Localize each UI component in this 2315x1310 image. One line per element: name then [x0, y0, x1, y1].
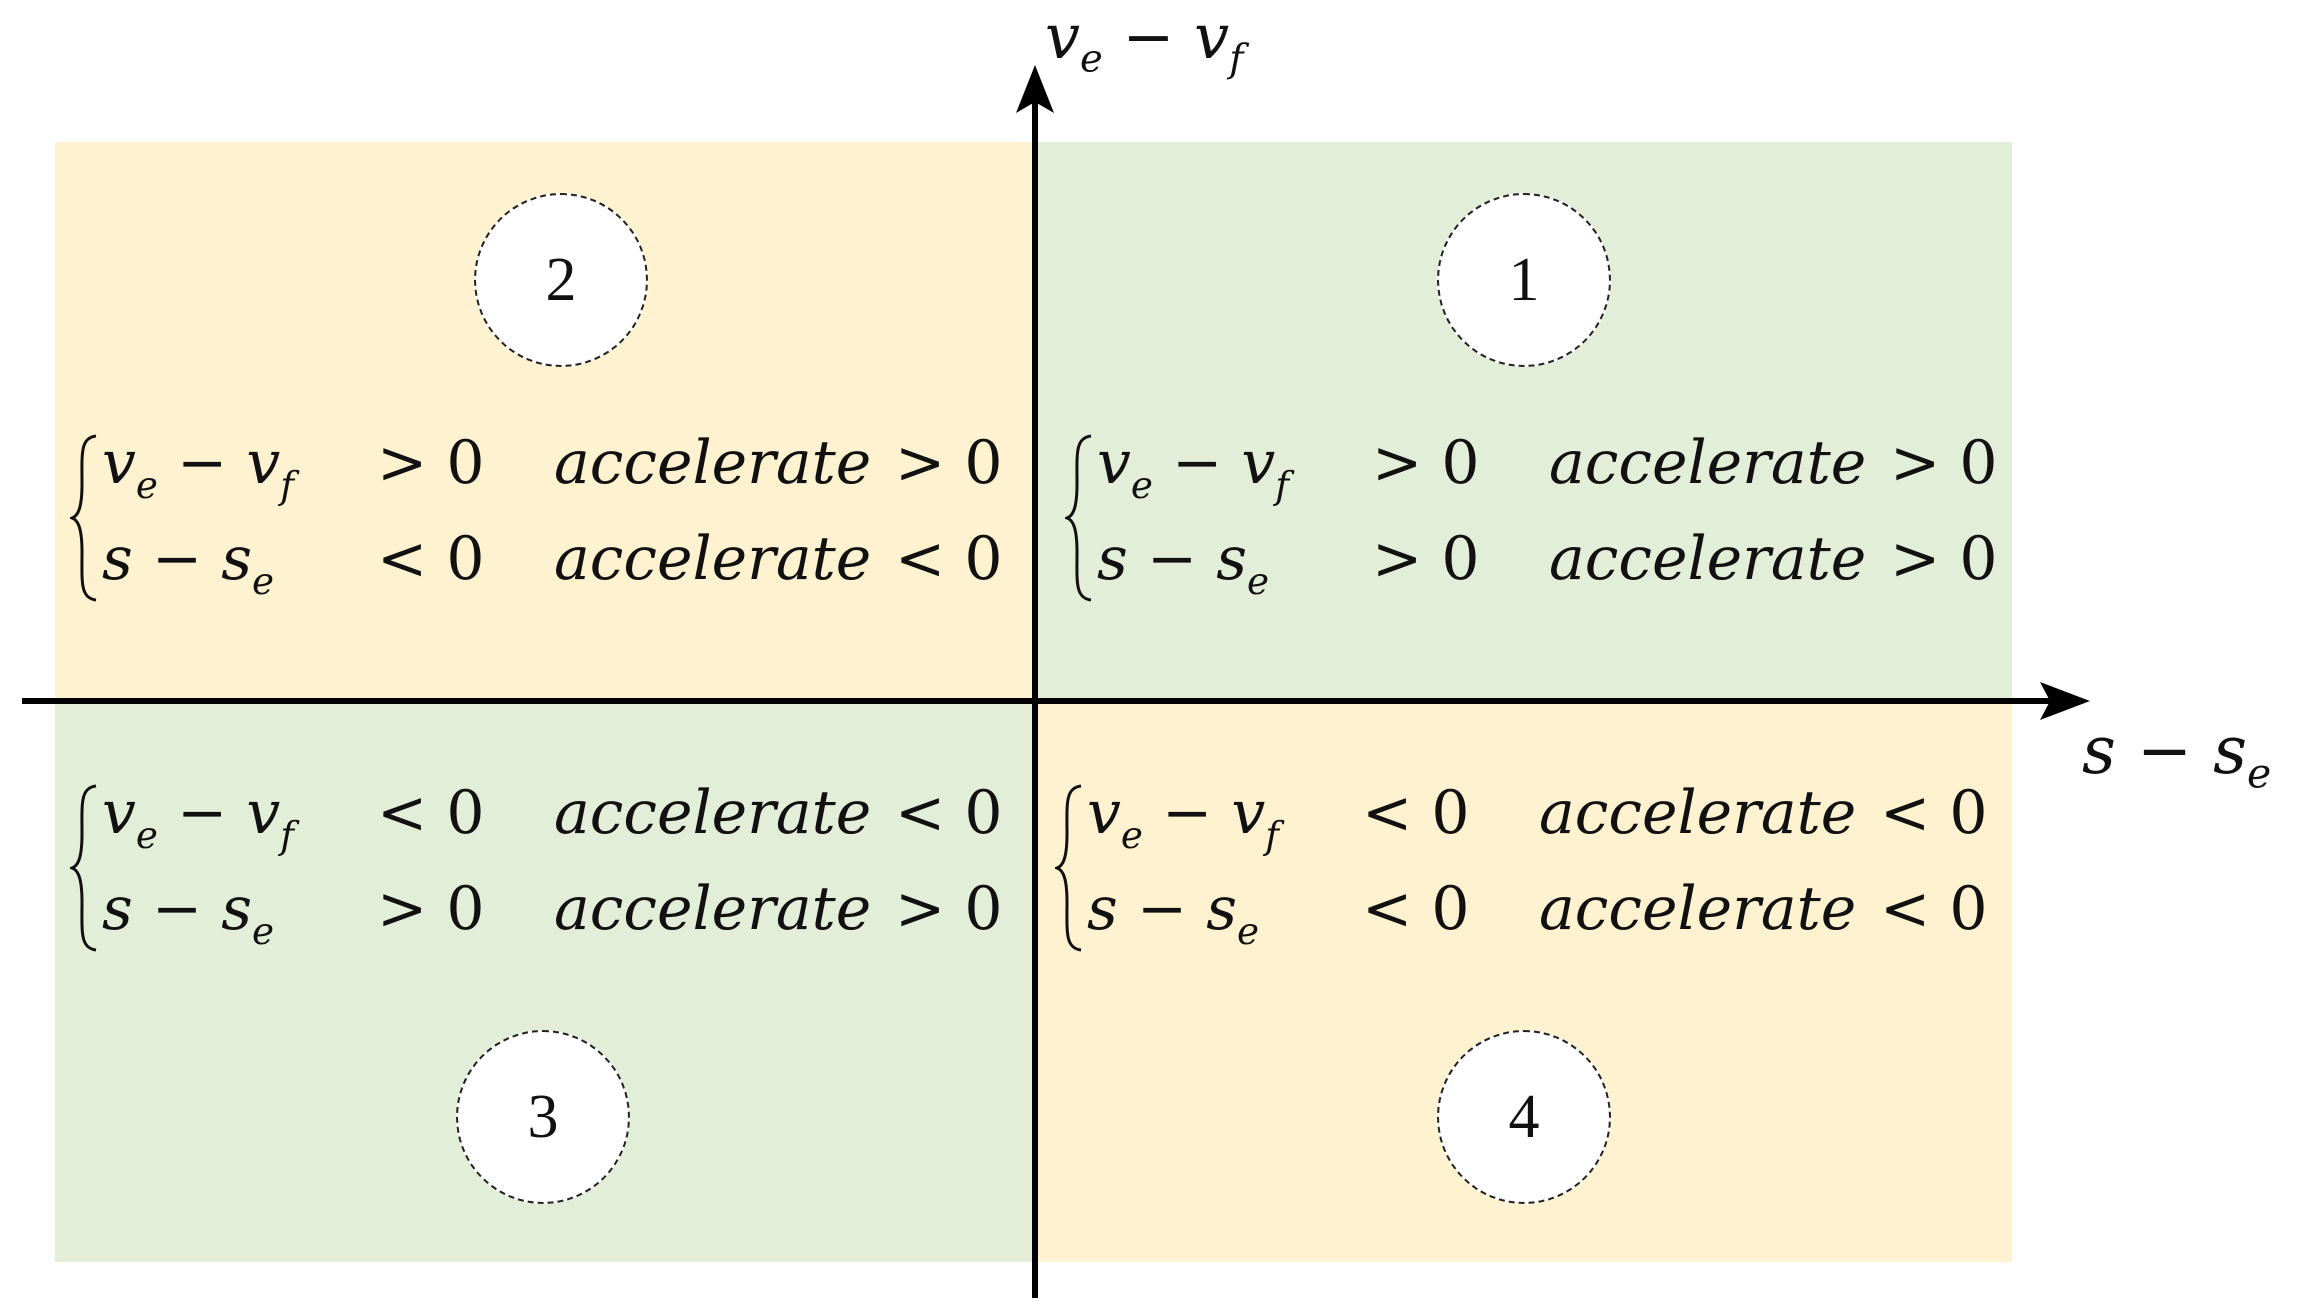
- quadrant-2-badge: 2: [474, 193, 648, 367]
- condition-row-spacing: s − se < 0 accelerate < 0: [102, 524, 1003, 603]
- condition-row-spacing: s − se > 0 accelerate > 0: [1097, 524, 1998, 603]
- condition-row-velocity: ve − vf > 0 accelerate > 0: [1097, 428, 1998, 507]
- condition-row-spacing: s − se > 0 accelerate > 0: [102, 874, 1003, 953]
- y-axis-arrowhead: [1016, 65, 1054, 113]
- left-brace-icon: [1065, 434, 1092, 602]
- condition-row-spacing: s − se < 0 accelerate < 0: [1087, 874, 1988, 953]
- left-brace-icon: [70, 784, 97, 952]
- left-brace-icon: [1055, 784, 1082, 952]
- quadrant-4-badge: 4: [1437, 1030, 1611, 1204]
- x-axis-label: s − se: [2082, 712, 2272, 798]
- quadrant-1-conditions: ve − vf > 0 accelerate > 0 s − se > 0 ac…: [1065, 428, 1998, 608]
- left-brace-icon: [70, 434, 97, 602]
- quadrant-3-conditions: ve − vf < 0 accelerate < 0 s − se > 0 ac…: [70, 778, 1003, 958]
- quadrant-1-badge: 1: [1437, 193, 1611, 367]
- condition-row-velocity: ve − vf < 0 accelerate < 0: [1087, 778, 1988, 857]
- quadrant-2-conditions: ve − vf > 0 accelerate > 0 s − se < 0 ac…: [70, 428, 1003, 608]
- quadrant-3-badge: 3: [456, 1030, 630, 1204]
- quadrant-4-conditions: ve − vf < 0 accelerate < 0 s − se < 0 ac…: [1055, 778, 1988, 958]
- y-axis-label: ve − vf: [1045, 0, 1244, 82]
- x-axis-arrowhead: [2040, 682, 2090, 720]
- condition-row-velocity: ve − vf < 0 accelerate < 0: [102, 778, 1003, 857]
- condition-row-velocity: ve − vf > 0 accelerate > 0: [102, 428, 1003, 507]
